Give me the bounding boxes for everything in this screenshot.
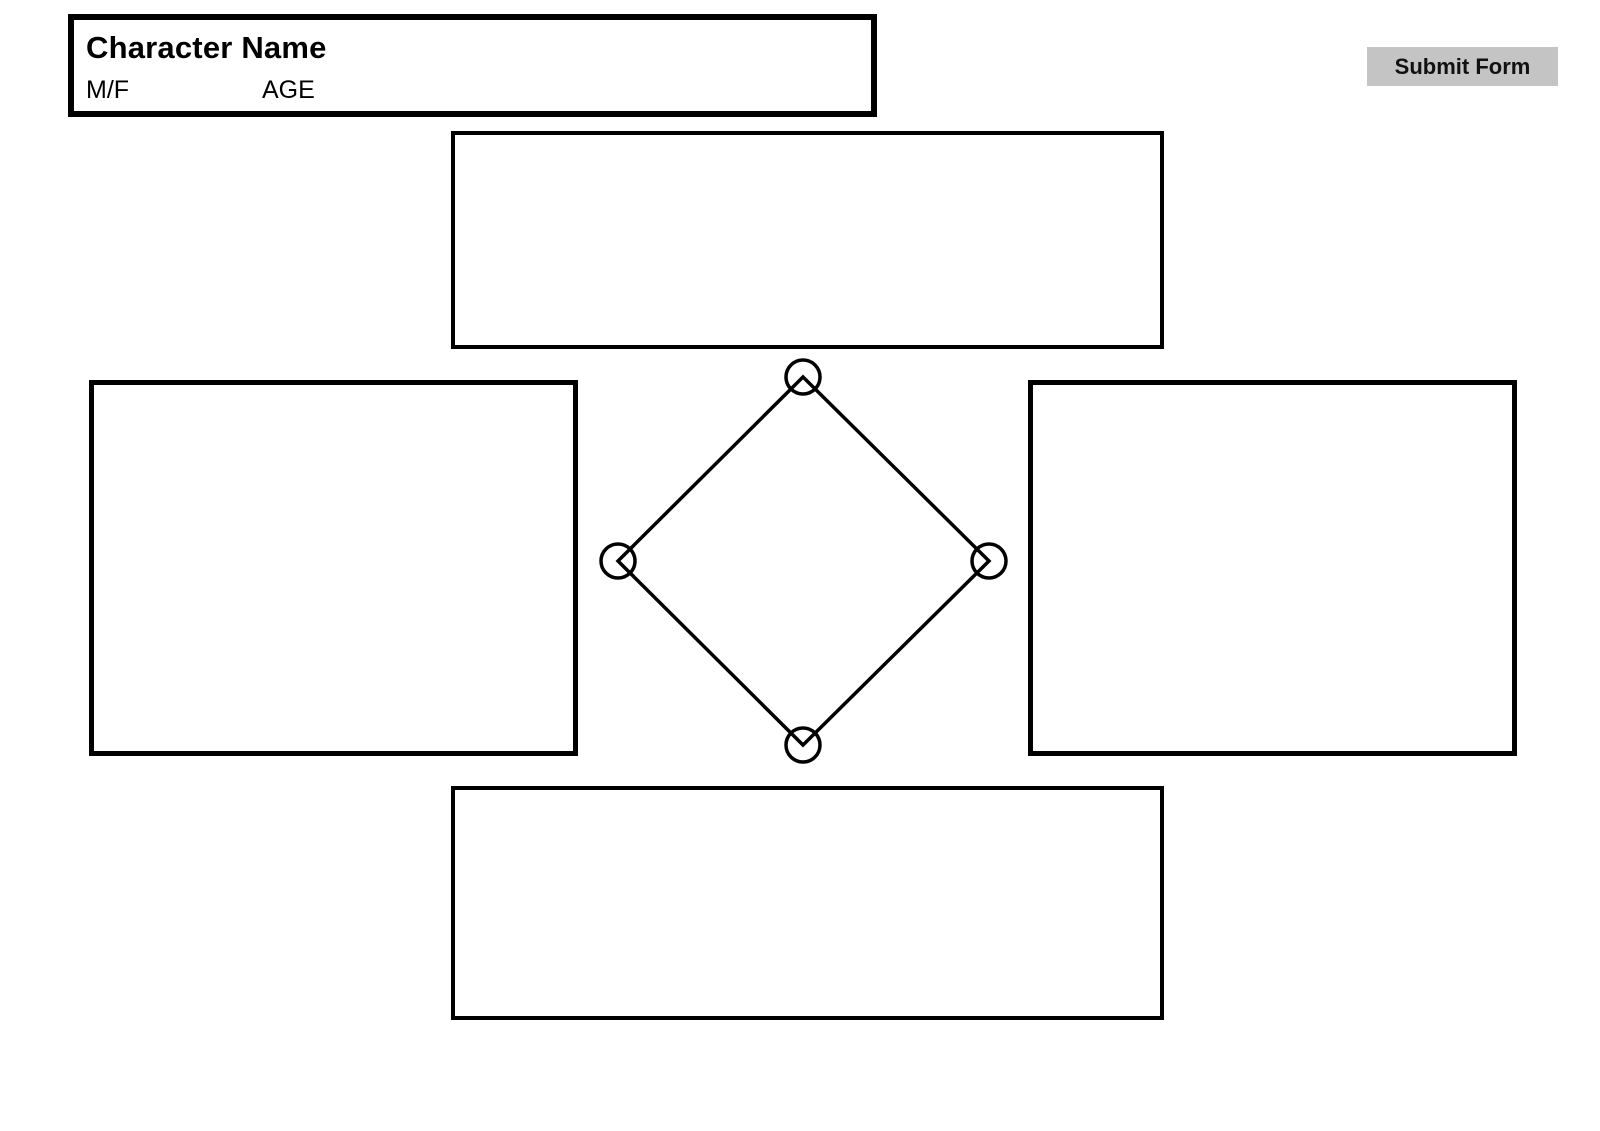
character-name-label: Character Name xyxy=(86,30,327,65)
character-header-box: Character Name M/F AGE xyxy=(68,14,877,117)
diamond-node-bottom xyxy=(784,726,822,764)
trait-box-top[interactable] xyxy=(451,131,1164,349)
diamond-outline xyxy=(615,374,992,748)
age-label: AGE xyxy=(262,76,315,104)
trait-box-left[interactable] xyxy=(89,380,578,756)
trait-box-right[interactable] xyxy=(1028,380,1517,756)
diamond-connector-diagram xyxy=(599,358,1008,764)
trait-box-bottom[interactable] xyxy=(451,786,1164,1020)
diamond-node-top xyxy=(784,358,822,396)
diamond-node-left xyxy=(599,542,637,580)
diamond-node-right xyxy=(970,542,1008,580)
sex-label: M/F xyxy=(86,76,130,104)
submit-form-button[interactable]: Submit Form xyxy=(1367,47,1558,86)
